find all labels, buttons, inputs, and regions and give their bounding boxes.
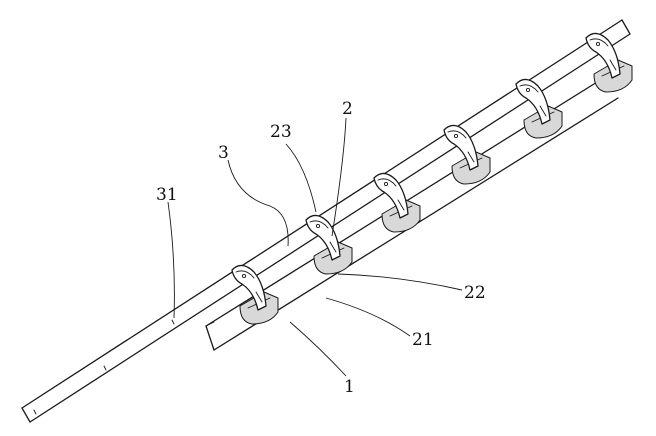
leader-22 — [337, 273, 463, 291]
leader-23 — [285, 143, 317, 213]
leader-31 — [167, 201, 175, 319]
label-31: 31 — [156, 185, 178, 205]
label-1: 1 — [344, 377, 355, 397]
hook-unit-6 — [585, 32, 633, 93]
label-3: 3 — [218, 143, 229, 163]
hook-unit-3 — [373, 172, 421, 233]
leader-1 — [289, 321, 347, 377]
label-22: 22 — [464, 283, 486, 303]
label-2: 2 — [342, 99, 353, 119]
hook-unit-1 — [231, 264, 279, 325]
hook-unit-4 — [443, 124, 491, 185]
leader-3 — [227, 159, 289, 247]
leader-2 — [331, 117, 347, 237]
leader-21 — [325, 297, 411, 337]
label-21: 21 — [412, 330, 434, 350]
label-23: 23 — [270, 122, 292, 142]
hook-unit-5 — [515, 78, 563, 139]
hook-unit-2 — [305, 214, 353, 275]
